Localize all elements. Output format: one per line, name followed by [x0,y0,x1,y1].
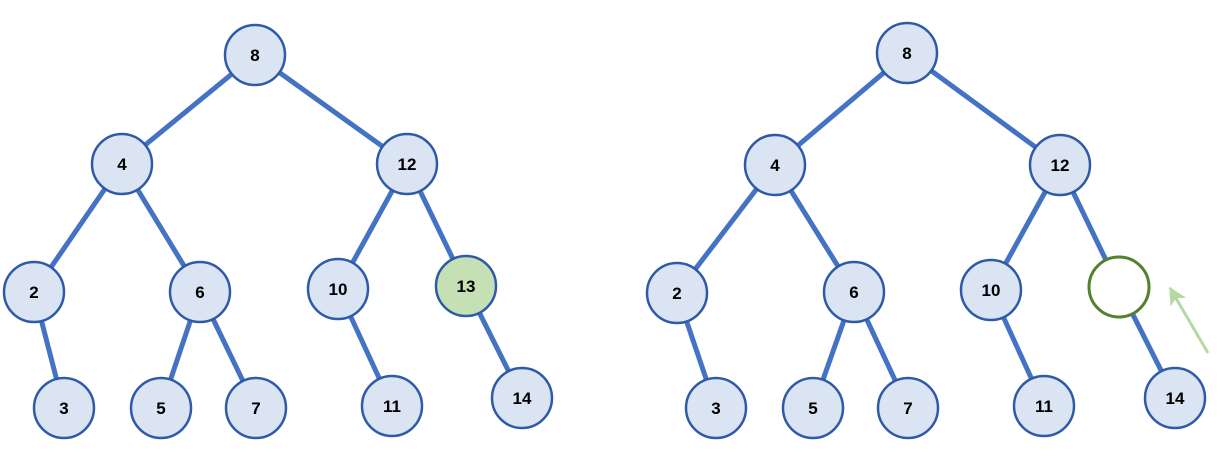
bst-before-delete: 8 4 12 2 6 10 13 3 5 7 11 14 [2,23,554,440]
node-label-5: 5 [156,399,165,418]
tree-node-2 [2,260,66,324]
node-label-5: 5 [808,399,817,418]
node-label-7: 7 [903,399,912,418]
node-label-3: 3 [59,399,68,418]
tree-node-7 [876,376,940,440]
node-label-2: 2 [29,283,38,302]
tree-node-7 [224,376,288,440]
node-label-6: 6 [849,283,858,302]
tree-node-12 [1028,133,1092,197]
node-label-10: 10 [982,281,1001,300]
tree-node-14 [1143,366,1207,430]
tree-node-6 [168,260,232,324]
node-label-4: 4 [770,156,780,175]
tree-node-10 [306,257,370,321]
node-label-13: 13 [457,277,476,296]
tree-node-11 [1012,374,1076,438]
node-label-14: 14 [1166,389,1185,408]
node-label-12: 12 [1051,156,1070,175]
tree-node-10 [959,258,1023,322]
node-label-11: 11 [383,397,401,416]
bst-after-delete: 8 4 12 2 6 10 3 5 7 11 14 [645,21,1207,440]
tree-node-3 [684,376,748,440]
node-label-8: 8 [250,46,259,65]
node-label-11: 11 [1035,397,1053,416]
tree-node-4 [743,133,807,197]
tree-node-2 [645,261,709,325]
node-label-4: 4 [117,155,127,174]
promote-arrow-icon [1168,286,1210,354]
tree-node-empty [1087,255,1151,319]
node-label-8: 8 [902,44,911,63]
tree-node-8 [223,23,287,87]
node-label-2: 2 [672,284,681,303]
tree-node-8 [875,21,939,85]
node-label-3: 3 [711,399,720,418]
tree-edge-R8-R12 [905,50,1062,168]
tree-node-4 [90,132,154,196]
tree-node-5 [129,376,193,440]
node-label-7: 7 [251,399,260,418]
tree-node-13 [434,254,498,318]
tree-node-5 [781,376,845,440]
node-label-12: 12 [398,155,417,174]
node-label-14: 14 [513,389,532,408]
node-label-10: 10 [329,280,348,299]
tree-node-14 [490,366,554,430]
tree-node-3 [32,376,96,440]
tree-node-11 [360,374,424,438]
tree-node-6 [822,260,886,324]
tree-node-12 [375,132,439,196]
node-label-6: 6 [195,283,204,302]
